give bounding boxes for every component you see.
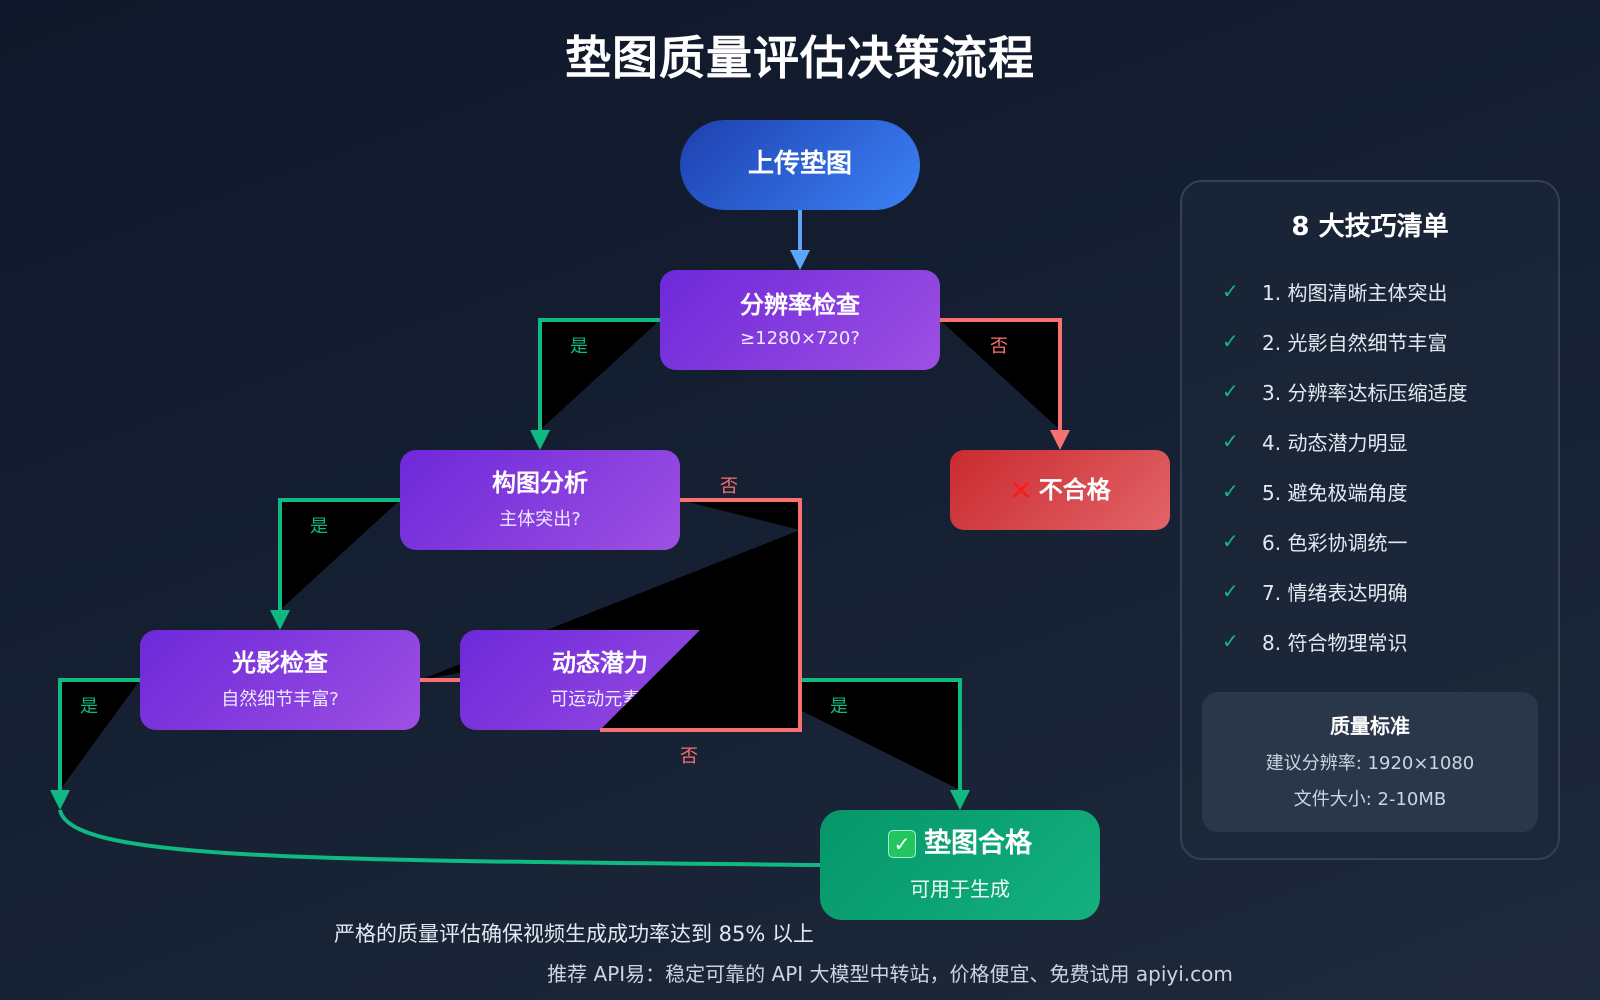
- decision-motion-potential[interactable]: 动态潜力 可运动元素?: [460, 630, 740, 730]
- decision-title: 构图分析: [492, 468, 588, 497]
- decision-question: 可运动元素?: [550, 689, 650, 711]
- decision-lighting-check[interactable]: 光影检查 自然细节丰富?: [140, 630, 420, 730]
- page-title: 垫图质量评估决策流程: [565, 31, 1035, 85]
- checkmark-icon: ✓: [1222, 529, 1239, 553]
- checklist-item-label: 7. 情绪表达明确: [1262, 580, 1408, 605]
- arrowhead: [1050, 430, 1070, 450]
- edge-label-composition-no: 否: [720, 476, 738, 497]
- checklist-panel: 8 大技巧清单 ✓ 1. 构图清晰主体突出 ✓ 2. 光影自然细节丰富 ✓ 3. 分辨…: [1180, 180, 1560, 860]
- decision-question: ≥1280×720?: [740, 327, 860, 349]
- checklist-item-label: 8. 符合物理常识: [1262, 630, 1408, 655]
- edge-resolution-yes: [538, 318, 660, 432]
- edge-label-motion-yes: 是: [830, 696, 848, 717]
- edge-shadow: [940, 320, 1060, 430]
- checklist-item: ✓ 3. 分辨率达标压缩适度: [1222, 366, 1467, 416]
- decision-composition-analysis[interactable]: 构图分析 主体突出?: [400, 450, 680, 550]
- arrowhead: [950, 790, 970, 810]
- checklist-title: 8 大技巧清单: [1291, 212, 1449, 242]
- edge-label-lighting-yes: 是: [80, 696, 98, 717]
- checklist-item: ✓ 5. 避免极端角度: [1222, 466, 1467, 516]
- quality-standard-box: 质量标准 建议分辨率: 1920×1080 文件大小: 2-10MB: [1202, 692, 1538, 832]
- footer-promo: 推荐 API易：稳定可靠的 API 大模型中转站，价格便宜、免费试用 apiyi…: [547, 962, 1233, 986]
- success-rate-note: 严格的质量评估确保视频生成成功率达到 85% 以上: [334, 922, 815, 946]
- recommended-resolution: 建议分辨率: 1920×1080: [1265, 753, 1475, 774]
- pass-subtitle: 可用于生成: [910, 876, 1010, 901]
- edge-motion-yes: [800, 678, 962, 792]
- edge-shadow: [540, 320, 660, 430]
- checkmark-icon: ✓: [1222, 279, 1239, 303]
- checklist-item-label: 1. 构图清晰主体突出: [1262, 280, 1448, 305]
- checkmark-icon: ✓: [1222, 329, 1239, 353]
- decision-question: 主体突出?: [499, 509, 581, 531]
- decision-resolution-check[interactable]: 分辨率检查 ≥1280×720?: [660, 270, 940, 370]
- arrowhead: [790, 250, 810, 270]
- start-node-upload[interactable]: 上传垫图: [680, 120, 920, 210]
- decision-title: 动态潜力: [552, 648, 648, 677]
- checklist-item: ✓ 6. 色彩协调统一: [1222, 516, 1467, 566]
- checklist-item-label: 2. 光影自然细节丰富: [1262, 330, 1448, 355]
- edge-lighting-yes-curve: [58, 809, 821, 867]
- arrowhead: [530, 430, 550, 450]
- edge-label-composition-yes: 是: [310, 516, 328, 537]
- checklist-item-label: 4. 动态潜力明显: [1262, 430, 1408, 455]
- decision-title: 分辨率检查: [740, 291, 860, 320]
- checklist-item: ✓ 1. 构图清晰主体突出: [1222, 266, 1467, 316]
- pass-title: 垫图合格: [924, 828, 1032, 860]
- checklist-item: ✓ 8. 符合物理常识: [1222, 616, 1467, 666]
- checklist-item-label: 3. 分辨率达标压缩适度: [1262, 380, 1468, 405]
- file-size-range: 文件大小: 2-10MB: [1293, 789, 1447, 810]
- checklist-item-label: 6. 色彩协调统一: [1262, 530, 1408, 555]
- arrowhead: [270, 610, 290, 630]
- checkmark-icon: ✓: [1222, 579, 1239, 603]
- checklist-item: ✓ 7. 情绪表达明确: [1222, 566, 1467, 616]
- edge-shadow: [60, 680, 140, 790]
- result-pass-node[interactable]: ✓ 垫图合格 可用于生成: [820, 810, 1100, 920]
- checkmark-icon: ✓: [1222, 379, 1239, 403]
- edge-composition-yes: [278, 498, 400, 612]
- edge-label-resolution-no: 否: [990, 336, 1008, 357]
- checklist-item-label: 5. 避免极端角度: [1262, 480, 1408, 505]
- arrowhead: [50, 790, 70, 810]
- edge-resolution-no: [940, 318, 1062, 432]
- checkmark-icon: ✓: [1222, 629, 1239, 653]
- result-fail-node[interactable]: ✕ 不合格: [950, 450, 1170, 530]
- edge-lighting-yes: [58, 678, 140, 792]
- checklist-item: ✓ 2. 光影自然细节丰富: [1222, 316, 1467, 366]
- edge-shadow: [280, 500, 400, 610]
- checklist-items: ✓1. 构图清晰主体突出 ✓2. 光影自然细节丰富 ✓3. 分辨率达标压缩适度 …: [1222, 266, 1467, 666]
- checklist-item: ✓ 4. 动态潜力明显: [1222, 416, 1467, 466]
- edge-shadow: [800, 680, 960, 790]
- edge-label-resolution-yes: 是: [570, 336, 588, 357]
- start-label: 上传垫图: [747, 149, 852, 180]
- decision-question: 自然细节丰富?: [221, 689, 339, 711]
- checkmark-icon: ✓: [1222, 479, 1239, 503]
- checkmark-icon: ✓: [1222, 429, 1239, 453]
- quality-standard-title: 质量标准: [1330, 714, 1410, 738]
- check-box-icon: ✓: [888, 830, 916, 859]
- cross-mark-icon: ✕: [1009, 473, 1033, 507]
- fail-label: 不合格: [1038, 475, 1111, 504]
- edge-label-motion-no: 否: [680, 746, 698, 767]
- decision-title: 光影检查: [232, 648, 328, 677]
